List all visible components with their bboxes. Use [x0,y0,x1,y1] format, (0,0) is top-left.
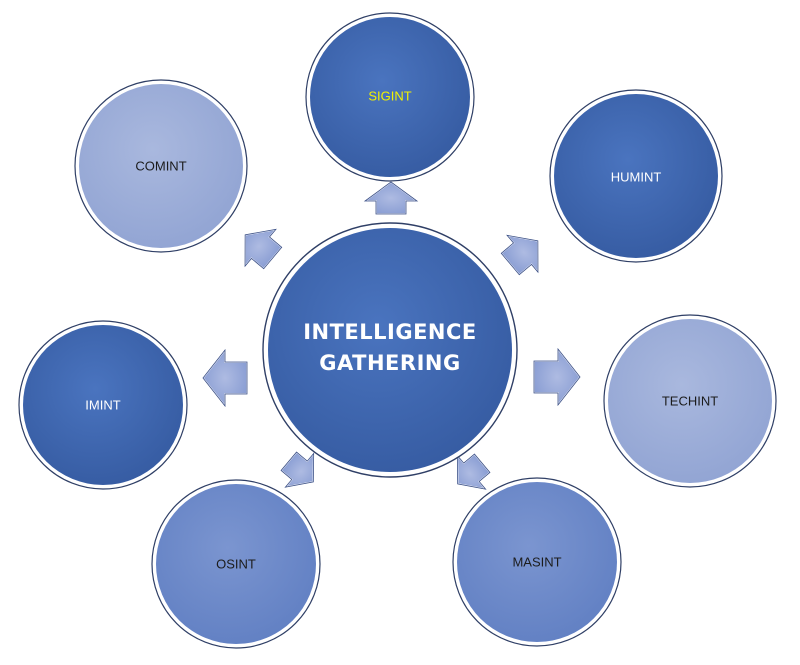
arrow-to-imint [202,347,248,409]
label-masint: MASINT [512,554,562,570]
node-humint [549,89,723,263]
arrow-to-comint [244,228,283,270]
arrow-to-sigint [362,181,420,215]
node-imint [18,320,188,490]
node-techint [603,314,777,488]
label-imint: IMINT [85,397,121,413]
node-osint [151,479,321,649]
arrow-to-techint [533,346,581,408]
arrow-to-masint [456,453,491,491]
node-sigint [305,12,475,182]
label-humint: HUMINT [610,169,662,185]
center-title-line1: INTELLIGENCE [303,320,477,344]
label-osint: OSINT [216,556,256,572]
center-title: INTELLIGENCE GATHERING [303,317,477,379]
label-techint: TECHINT [661,393,719,409]
arrow-to-osint [280,451,315,489]
center-node [262,222,518,478]
label-comint: COMINT [135,158,187,174]
label-sigint: SIGINT [368,88,412,104]
node-masint [452,477,622,647]
center-title-line2: GATHERING [319,351,461,375]
arrow-to-humint [500,234,539,276]
node-comint [74,79,248,253]
